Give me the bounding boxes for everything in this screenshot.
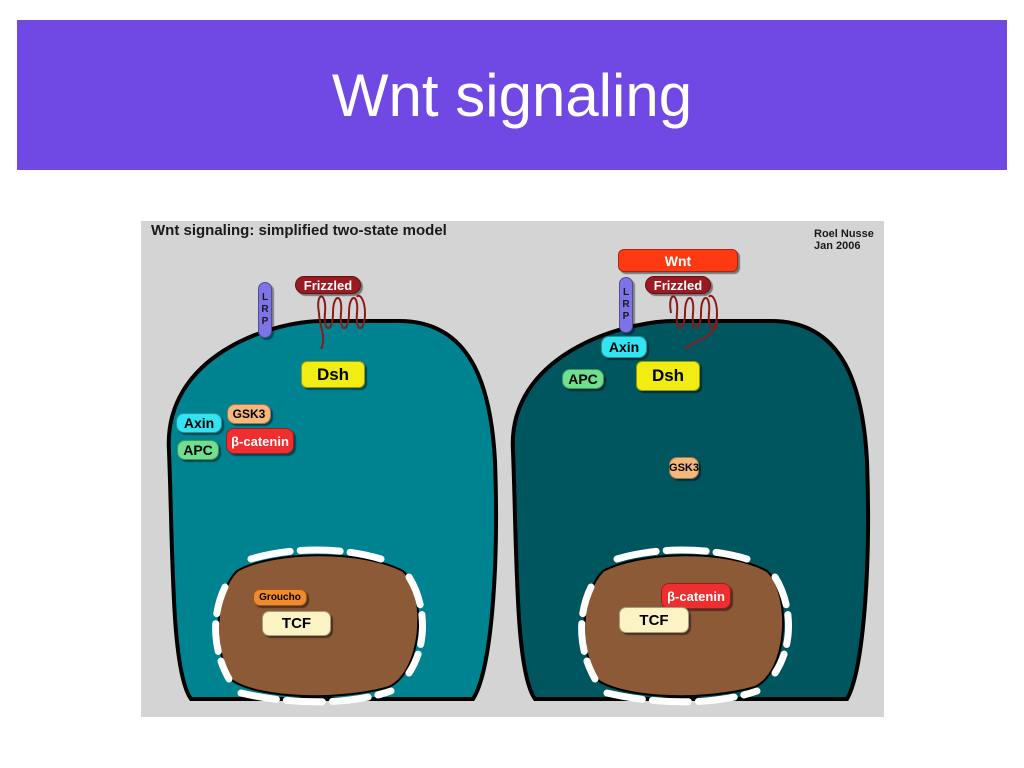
right-frizzled-label: Frizzled: [645, 276, 711, 294]
right-axin: Axin: [601, 336, 647, 358]
left-beta-catenin: β-catenin: [226, 428, 294, 454]
left-dsh: Dsh: [301, 361, 365, 388]
wnt-diagram: Wnt signaling: simplified two-state mode…: [141, 221, 884, 717]
slide-title: Wnt signaling: [331, 61, 693, 129]
right-gsk3: GSK3: [669, 457, 699, 479]
left-nuclear-envelope: [247, 546, 385, 563]
left-gsk3: GSK3: [227, 404, 271, 424]
right-lrp-receptor: L R P: [619, 277, 633, 333]
left-axin: Axin: [176, 413, 222, 433]
right-tcf: TCF: [619, 607, 689, 633]
left-apc: APC: [177, 440, 219, 460]
credit-date: Jan 2006: [814, 240, 861, 252]
left-frizzled-label: Frizzled: [295, 276, 361, 294]
slide-title-bar: Wnt signaling: [17, 20, 1007, 170]
credit-name: Roel Nusse: [814, 228, 874, 240]
cell-drawings: [166, 294, 871, 706]
figure-credit: Roel Nusse Jan 2006: [814, 228, 876, 252]
left-frizzled-loops: [317, 294, 367, 329]
left-tcf: TCF: [262, 611, 331, 636]
right-beta-catenin: β-catenin: [661, 583, 731, 609]
figure-title: Wnt signaling: simplified two-state mode…: [151, 222, 447, 239]
right-nuclear-envelope: [613, 546, 751, 563]
left-lrp-receptor: L R P: [258, 282, 272, 338]
right-frizzled-loops: [669, 294, 719, 329]
right-dsh: Dsh: [636, 361, 700, 391]
left-groucho: Groucho: [253, 589, 307, 606]
right-apc: APC: [562, 369, 604, 389]
right-wnt: Wnt: [618, 249, 738, 272]
